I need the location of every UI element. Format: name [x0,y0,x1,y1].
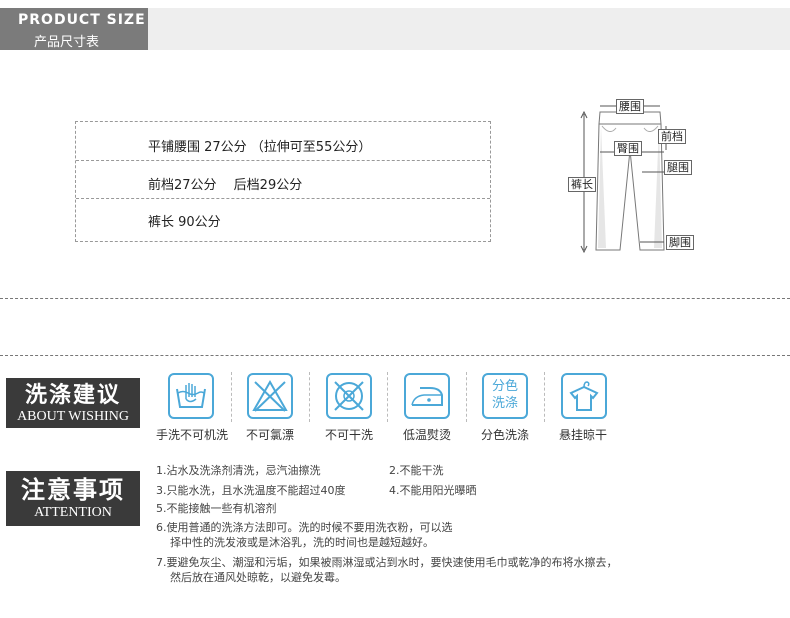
hang-dry-icon [561,373,607,419]
table-divider [76,198,490,199]
note-4: 4.不能用阳光曝晒 [389,484,477,497]
label-front-rise: 前档 [658,129,686,144]
attention-badge-cn: 注意事项 [21,475,125,504]
product-size-tag: PRODUCT SIZE 产品尺寸表 [0,8,148,50]
attention-badge-en: ATTENTION [34,505,112,520]
wash-badge: 洗涤建议 ABOUT WISHING [6,378,140,428]
wash-label: 不可氯漂 [245,428,294,442]
label-length: 裤长 [568,177,596,192]
section-divider [0,298,790,299]
note-3: 3.只能水洗，且水洗温度不能超过40度 [156,484,346,497]
wash-label: 手洗不可机洗 [155,428,228,442]
note-5: 5.不能接触一些有机溶剂 [156,502,277,515]
label-hip: 臀围 [614,141,642,156]
separate-wash-glyph-bottom: 洗涤 [491,396,518,411]
label-thigh: 腿围 [664,160,692,175]
separate-wash-icon: 分色 洗涤 [482,373,528,419]
wash-label: 分色洗涤 [480,428,529,442]
wash-badge-cn: 洗涤建议 [24,382,121,408]
no-bleach-icon [247,373,293,419]
note-1: 1.沾水及洗涤剂清洗，忌汽油擦洗 [156,464,321,477]
icon-divider [231,372,232,422]
table-divider [76,160,490,161]
wash-label: 低温熨烫 [402,428,451,442]
note-2: 2.不能干洗 [389,464,444,477]
pants-diagram: 腰围 前档 臀围 腿围 裤长 脚围 [560,92,700,262]
header-title-cn: 产品尺寸表 [34,35,100,50]
wash-label: 悬挂晾干 [558,428,607,442]
icon-divider [387,372,388,422]
note-6b: 择中性的洗发液或是沐浴乳，洗的时间也是越短越好。 [170,536,434,549]
no-tumble-dry-icon [326,373,372,419]
size-row-waist: 平铺腰围 27公分 （拉伸可至55公分） [148,140,372,155]
size-row-rise: 前档27公分 后档29公分 [148,178,303,193]
header-title-en: PRODUCT SIZE [18,12,146,28]
hand-wash-icon [168,373,214,419]
note-7b: 然后放在通风处晾乾，以避免发霉。 [170,571,346,584]
icon-divider [309,372,310,422]
wash-label: 不可干洗 [324,428,373,442]
wash-badge-en: ABOUT WISHING [17,409,129,424]
attention-badge: 注意事项 ATTENTION [6,471,140,526]
section-divider [0,355,790,356]
note-6a: 6.使用普通的洗涤方法即可。洗的时候不要用洗衣粉，可以选 [156,521,453,534]
low-iron-icon [404,373,450,419]
icon-divider [544,372,545,422]
separate-wash-glyph-top: 分色 [491,379,518,394]
size-row-length: 裤长 90公分 [148,215,221,230]
size-table: 平铺腰围 27公分 （拉伸可至55公分） 前档27公分 后档29公分 裤长 90… [75,121,491,242]
icon-divider [466,372,467,422]
note-7a: 7.要避免灰尘、潮湿和污垢，如果被雨淋湿或沾到水时，要快速使用毛巾或乾净的布将水… [156,556,618,569]
label-waist: 腰围 [616,99,644,114]
label-hem: 脚围 [666,235,694,250]
